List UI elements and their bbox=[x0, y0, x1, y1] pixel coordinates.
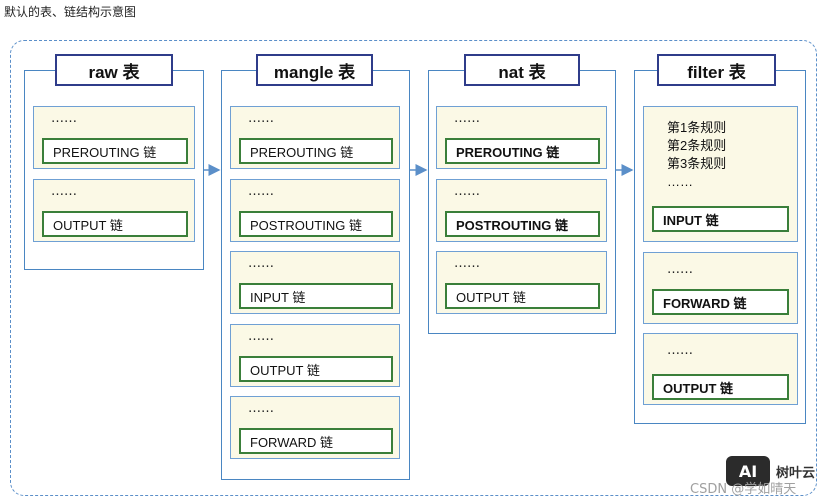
nat-prerouting-label: PREROUTING 链 bbox=[445, 138, 600, 164]
mangle-input-label: INPUT 链 bbox=[239, 283, 393, 309]
filter-input-chain: 第1条规则 第2条规则 第3条规则 …… INPUT 链 bbox=[643, 106, 798, 242]
mangle-prerouting-label: PREROUTING 链 bbox=[239, 138, 393, 164]
raw-output-chain: …… OUTPUT 链 bbox=[33, 179, 195, 242]
mangle-prerouting-chain: …… PREROUTING 链 bbox=[230, 106, 400, 169]
rule-item: 第1条规则 bbox=[667, 120, 727, 135]
chain-ellipsis: …… bbox=[51, 184, 77, 199]
mangle-postrouting-chain: …… POSTROUTING 链 bbox=[230, 179, 400, 242]
nat-table-label: nat 表 bbox=[464, 54, 580, 86]
diagram-caption: 默认的表、链结构示意图 bbox=[4, 5, 137, 19]
raw-table-label: raw 表 bbox=[55, 54, 173, 86]
mangle-table-label: mangle 表 bbox=[256, 54, 373, 86]
mangle-forward-label: FORWARD 链 bbox=[239, 428, 393, 454]
chain-ellipsis: …… bbox=[248, 401, 274, 416]
filter-output-label: OUTPUT 链 bbox=[652, 374, 789, 400]
filter-forward-chain: …… FORWARD 链 bbox=[643, 252, 798, 324]
filter-forward-label: FORWARD 链 bbox=[652, 289, 789, 315]
filter-input-label: INPUT 链 bbox=[652, 206, 789, 232]
chain-ellipsis: …… bbox=[454, 256, 480, 271]
nat-postrouting-label: POSTROUTING 链 bbox=[445, 211, 600, 237]
filter-table-label: filter 表 bbox=[657, 54, 776, 86]
nat-postrouting-chain: …… POSTROUTING 链 bbox=[436, 179, 607, 242]
mangle-output-chain: …… OUTPUT 链 bbox=[230, 324, 400, 387]
chain-ellipsis: …… bbox=[248, 256, 274, 271]
watermark-source: CSDN @学如晴天 bbox=[690, 482, 797, 497]
chain-ellipsis: …… bbox=[248, 329, 274, 344]
chain-ellipsis: …… bbox=[667, 343, 693, 358]
rule-item: …… bbox=[667, 174, 693, 189]
mangle-output-label: OUTPUT 链 bbox=[239, 356, 393, 382]
rule-list: 第1条规则 第2条规则 第3条规则 …… bbox=[667, 119, 726, 191]
chain-ellipsis: …… bbox=[248, 111, 274, 126]
chain-ellipsis: …… bbox=[667, 262, 693, 277]
rule-item: 第2条规则 bbox=[667, 138, 727, 153]
watermark-brand: 树叶云 bbox=[776, 466, 816, 481]
raw-prerouting-chain: …… PREROUTING 链 bbox=[33, 106, 195, 169]
nat-output-chain: …… OUTPUT 链 bbox=[436, 251, 607, 314]
raw-prerouting-label: PREROUTING 链 bbox=[42, 138, 188, 164]
chain-ellipsis: …… bbox=[51, 111, 77, 126]
outer-dashed-frame bbox=[10, 40, 817, 496]
mangle-postrouting-label: POSTROUTING 链 bbox=[239, 211, 393, 237]
mangle-input-chain: …… INPUT 链 bbox=[230, 251, 400, 314]
filter-output-chain: …… OUTPUT 链 bbox=[643, 333, 798, 405]
raw-output-label: OUTPUT 链 bbox=[42, 211, 188, 237]
chain-ellipsis: …… bbox=[454, 184, 480, 199]
chain-ellipsis: …… bbox=[248, 184, 274, 199]
watermark-badge: AI bbox=[726, 456, 770, 486]
nat-output-label: OUTPUT 链 bbox=[445, 283, 600, 309]
nat-prerouting-chain: …… PREROUTING 链 bbox=[436, 106, 607, 169]
mangle-forward-chain: …… FORWARD 链 bbox=[230, 396, 400, 459]
rule-item: 第3条规则 bbox=[667, 156, 727, 171]
chain-ellipsis: …… bbox=[454, 111, 480, 126]
